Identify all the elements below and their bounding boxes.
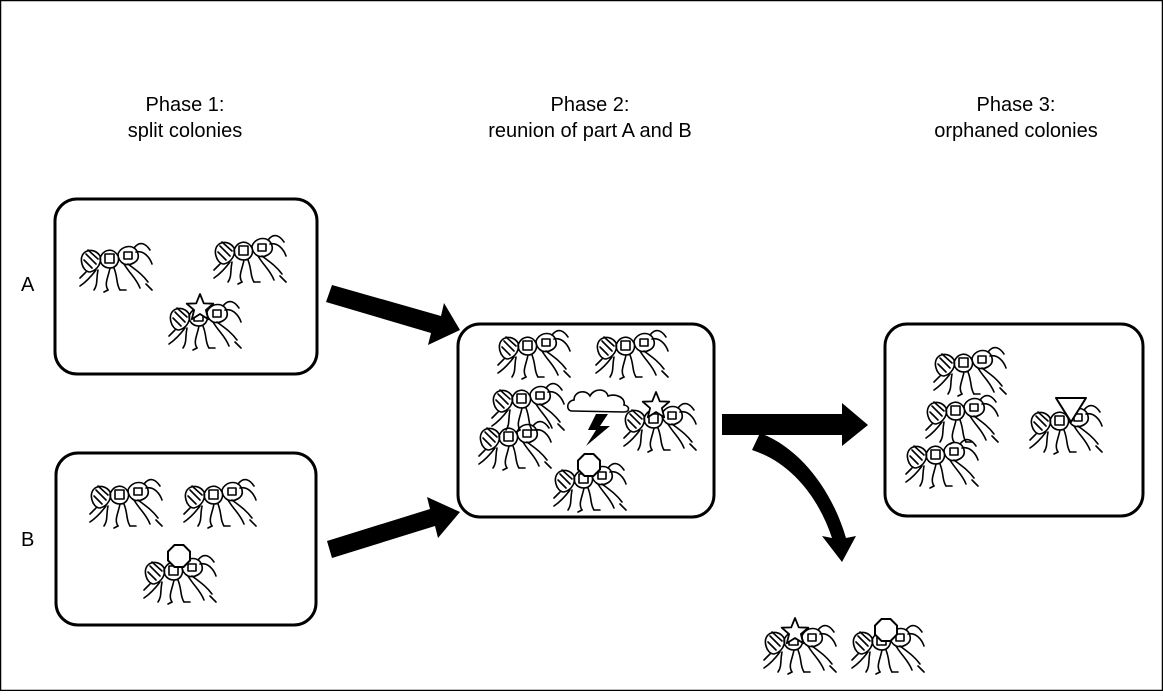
arrow-icon — [326, 285, 868, 562]
phase-1-heading: Phase 1: split colonies — [35, 92, 335, 144]
phase-3-title: Phase 3: — [976, 94, 1056, 116]
phase-1-title: Phase 1: — [145, 94, 225, 116]
phase-3-heading: Phase 3: orphaned colonies — [866, 92, 1163, 144]
colony-box-a — [53, 197, 319, 376]
octagon-icon — [577, 453, 601, 477]
colony-box-orphaned — [883, 322, 1145, 518]
phase-2-title: Phase 2: — [550, 94, 630, 116]
octagon-icon — [874, 618, 898, 642]
triangle-down-icon — [1055, 397, 1087, 423]
phase-1-subtitle: split colonies — [127, 120, 243, 142]
lightning-icon — [586, 414, 610, 446]
colony-box-b — [54, 451, 318, 627]
row-label-b: B — [21, 529, 35, 551]
row-label-a: A — [21, 274, 35, 296]
phase-2-subtitle: reunion of part A and B — [488, 120, 692, 142]
phase-3-subtitle: orphaned colonies — [934, 120, 1098, 142]
phase-2-heading: Phase 2: reunion of part A and B — [440, 92, 740, 144]
octagon-icon — [167, 544, 191, 568]
storm-cloud-icon — [566, 389, 630, 413]
